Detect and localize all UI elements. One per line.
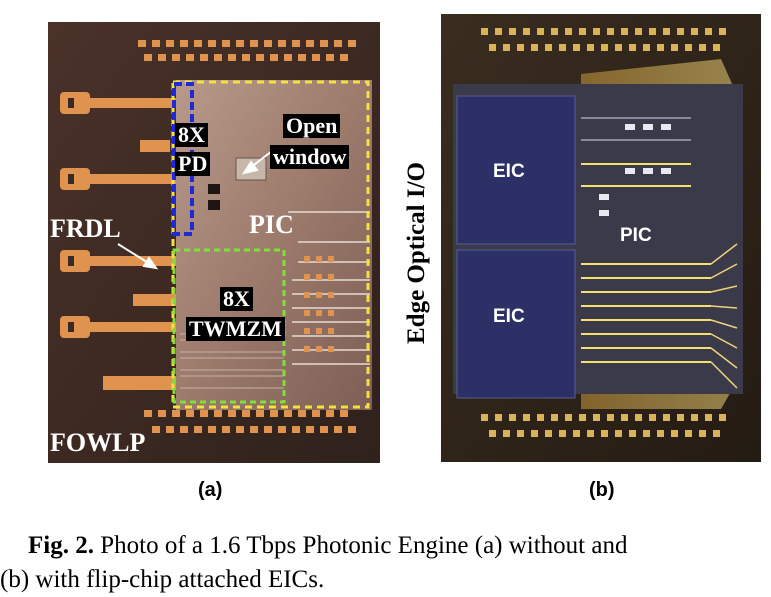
eic-bottom-label: EIC [493, 306, 525, 327]
pic-lines-b [581, 117, 691, 141]
panel-a-label: (a) [198, 479, 223, 501]
package-photo-a [48, 22, 380, 463]
photo-panel-a [48, 22, 380, 463]
fanout-lines-b [710, 243, 738, 389]
window-label: window [270, 145, 350, 169]
photo-panel-b [441, 14, 761, 462]
gold-bond-pads-bottom [481, 414, 726, 437]
eic-chip-top [456, 95, 576, 245]
edge-optical-io-label: Edge Optical I/O [403, 162, 430, 344]
eic-chip-bottom [456, 249, 576, 399]
pic-pads-b [599, 124, 671, 216]
pic-label-a: PIC [249, 210, 294, 239]
caption-line-1: Fig. 2. Photo of a 1.6 Tbps Photonic Eng… [0, 529, 771, 563]
mzm-count-label: 8X [220, 287, 253, 311]
pic-outline-box [171, 80, 370, 409]
gold-bond-pads-top [481, 28, 726, 51]
frdl-label: FRDL [50, 214, 121, 243]
top-bond-pads [138, 40, 356, 61]
open-label: Open [283, 114, 341, 138]
frdl-traces [60, 92, 198, 390]
eic-top-label: EIC [493, 161, 525, 182]
caption-text-1: Photo of a 1.6 Tbps Photonic Engine (a) … [93, 532, 628, 559]
panel-b-label: (b) [589, 479, 615, 501]
pic-label-b: PIC [620, 225, 652, 246]
pd-label: PD [175, 152, 211, 176]
figure-caption: Fig. 2. Photo of a 1.6 Tbps Photonic Eng… [0, 529, 771, 597]
fowlp-label: FOWLP [50, 428, 146, 457]
caption-line-2: (b) with flip-chip attached EICs. [0, 566, 325, 593]
caption-prefix: Fig. 2. [28, 532, 94, 559]
twmzm-label: TWMZM [186, 317, 285, 341]
bottom-bond-pads [144, 410, 356, 433]
pd-count-label: 8X [175, 123, 208, 147]
pic-waveguides-b [581, 163, 711, 363]
mzm-pads [304, 256, 334, 352]
package-photo-b [441, 14, 761, 462]
